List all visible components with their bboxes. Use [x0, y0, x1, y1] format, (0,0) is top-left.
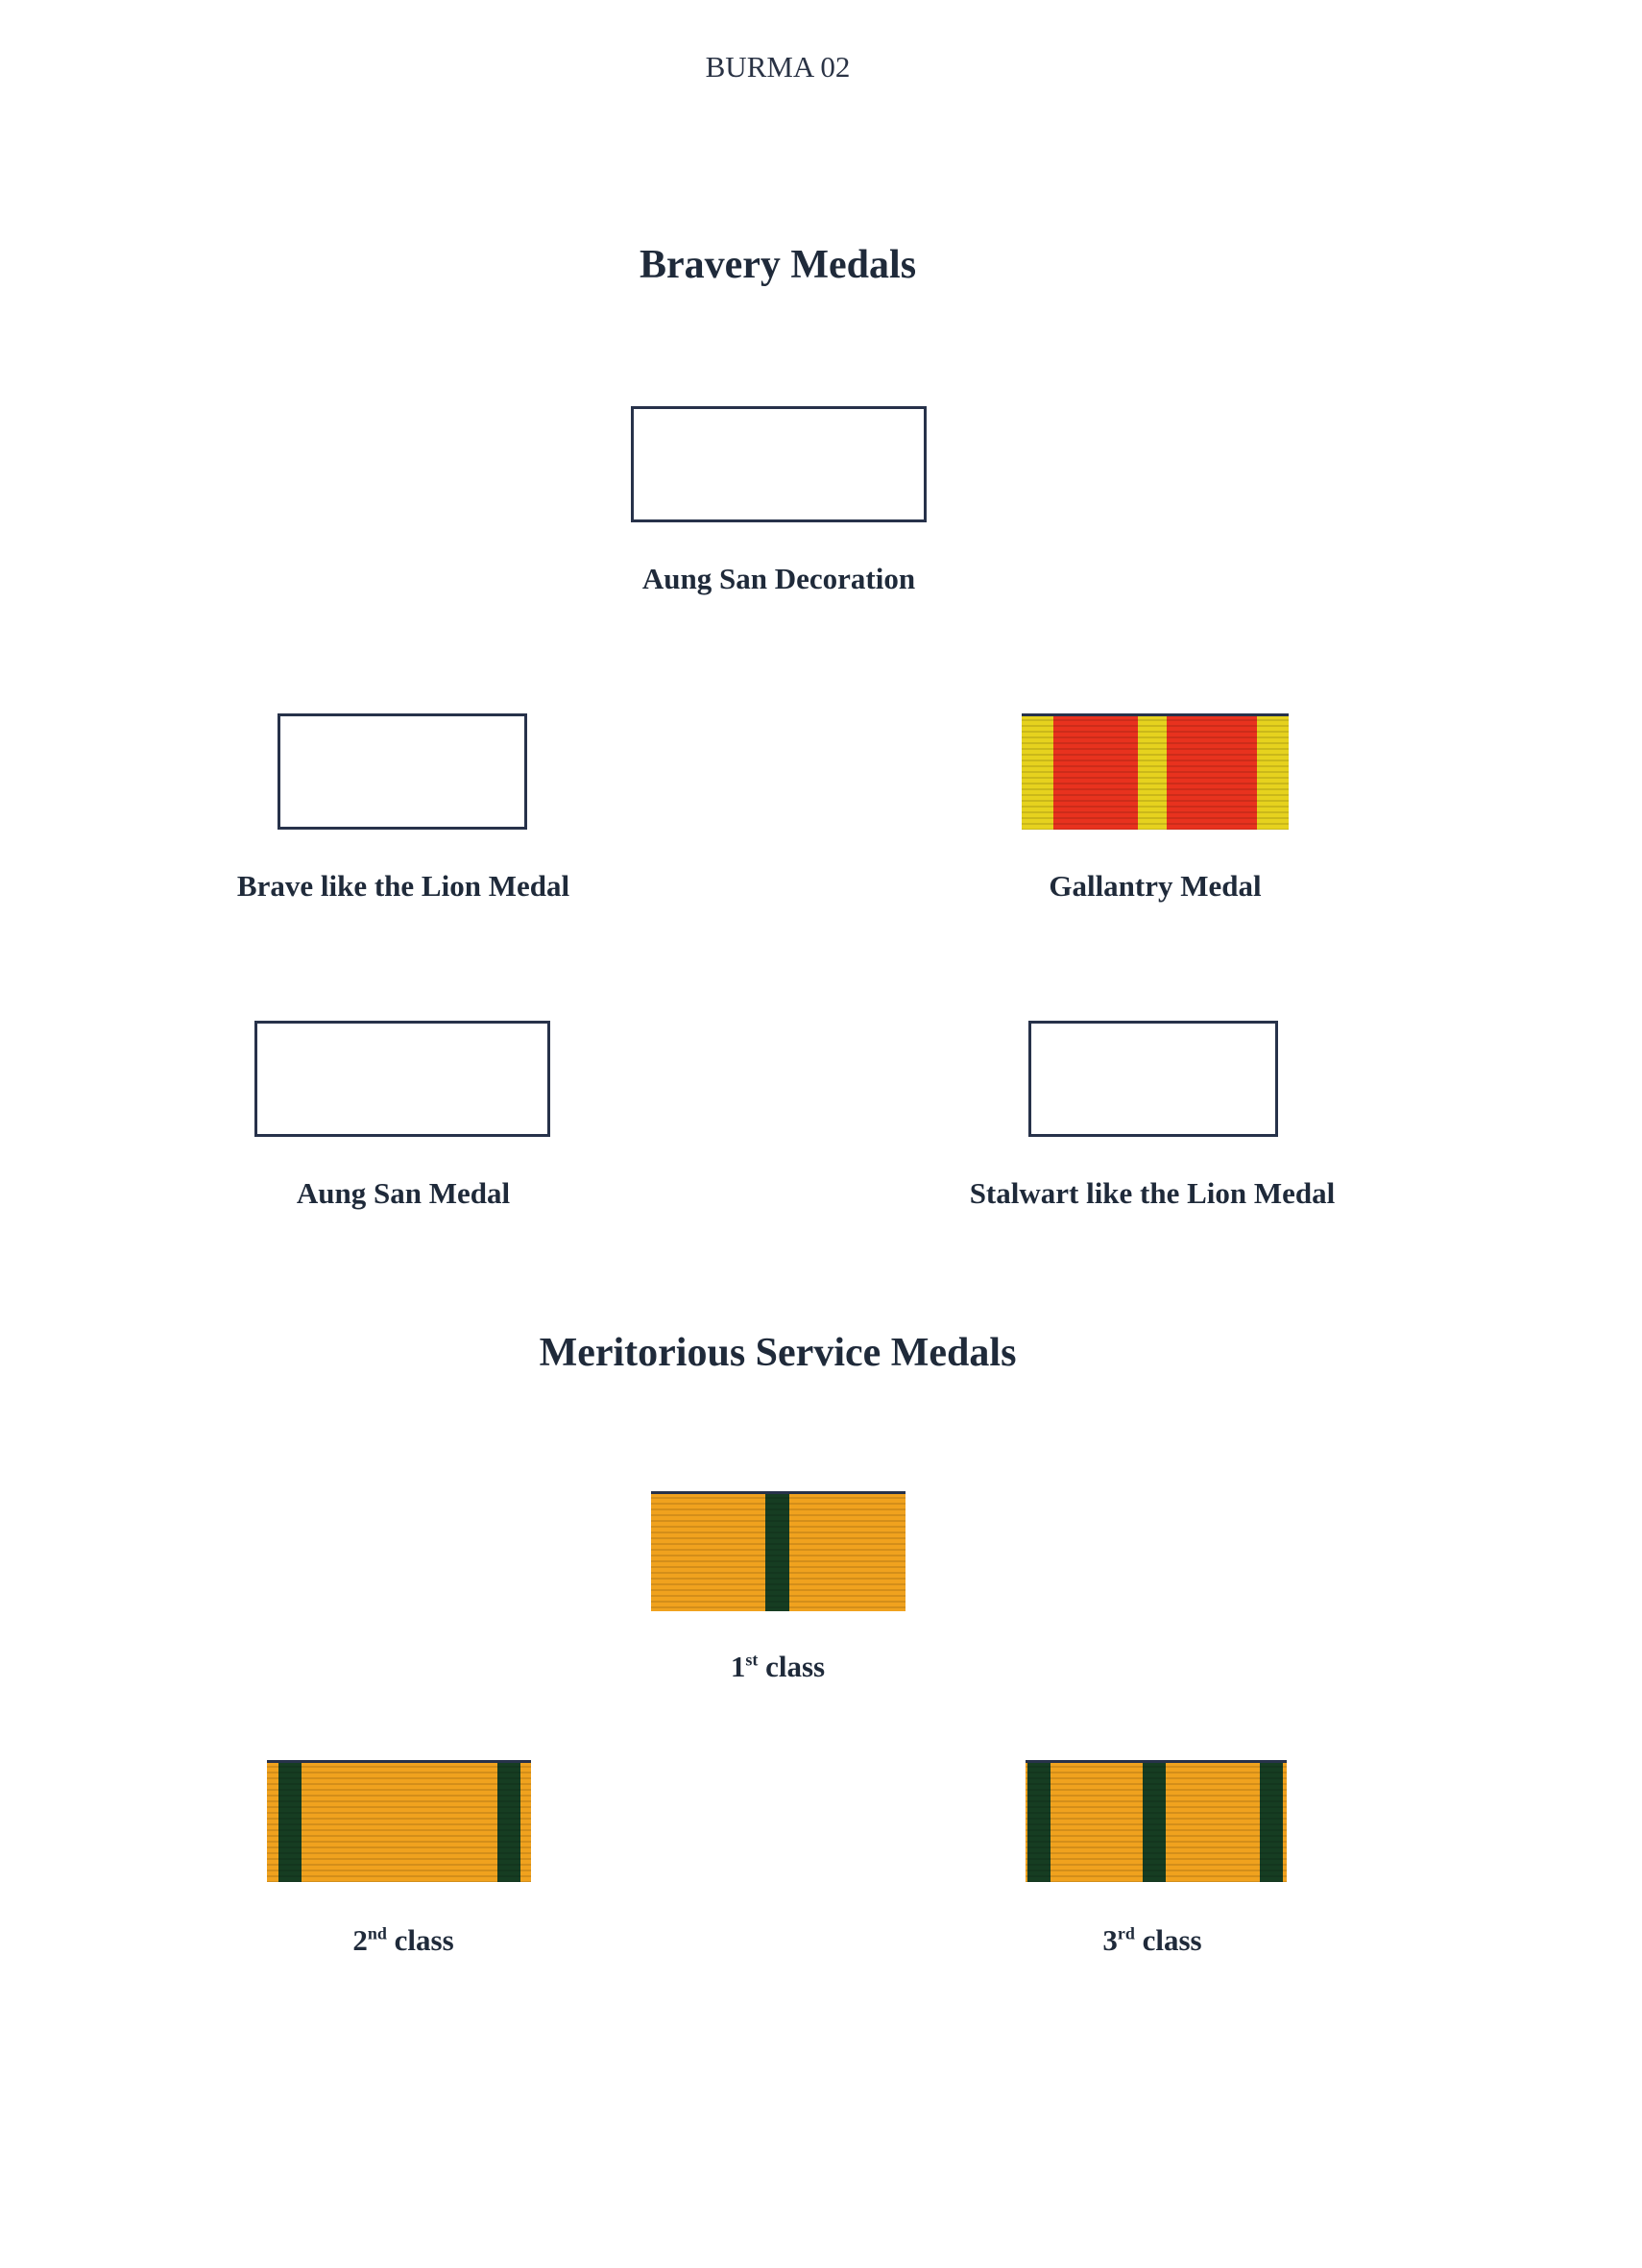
ribbon-gallantry	[1022, 713, 1289, 830]
ribbon-brave-lion	[278, 713, 527, 830]
label-third-class: 3rd class	[1056, 1923, 1248, 1958]
ribbon-second-class	[267, 1760, 531, 1882]
gallantry-ribbon-graphic	[1022, 713, 1289, 830]
third-class-text: class	[1142, 1923, 1202, 1957]
section-title-bravery: Bravery Medals	[639, 243, 917, 287]
first-class-text: class	[765, 1650, 826, 1683]
third-class-ribbon-graphic	[1026, 1760, 1287, 1882]
first-class-suffix: st	[745, 1650, 759, 1670]
second-class-text: class	[394, 1923, 454, 1957]
ribbon-stalwart-lion	[1028, 1021, 1278, 1137]
label-gallantry: Gallantry Medal	[1049, 869, 1262, 903]
ribbon-aung-san-medal	[254, 1021, 550, 1137]
ribbon-aung-san-decoration	[631, 406, 927, 522]
section-title-meritorious: Meritorious Service Medals	[539, 1331, 1017, 1375]
label-aung-san-medal: Aung San Medal	[296, 1176, 511, 1210]
second-class-number: 2	[352, 1923, 368, 1957]
ribbon-first-class	[651, 1491, 906, 1611]
third-class-suffix: rd	[1117, 1923, 1135, 1943]
label-aung-san-decoration: Aung San Decoration	[641, 562, 916, 595]
first-class-ribbon-graphic	[651, 1491, 906, 1611]
ribbon-third-class	[1026, 1760, 1287, 1882]
label-brave-lion: Brave like the Lion Medal	[236, 869, 570, 903]
page-code: BURMA 02	[705, 50, 851, 84]
label-stalwart-lion: Stalwart like the Lion Medal	[969, 1176, 1336, 1210]
first-class-number: 1	[730, 1650, 746, 1683]
second-class-suffix: nd	[367, 1923, 387, 1943]
label-first-class: 1st class	[682, 1650, 874, 1684]
third-class-number: 3	[1102, 1923, 1118, 1957]
label-second-class: 2nd class	[307, 1923, 499, 1958]
second-class-ribbon-graphic	[267, 1760, 531, 1882]
